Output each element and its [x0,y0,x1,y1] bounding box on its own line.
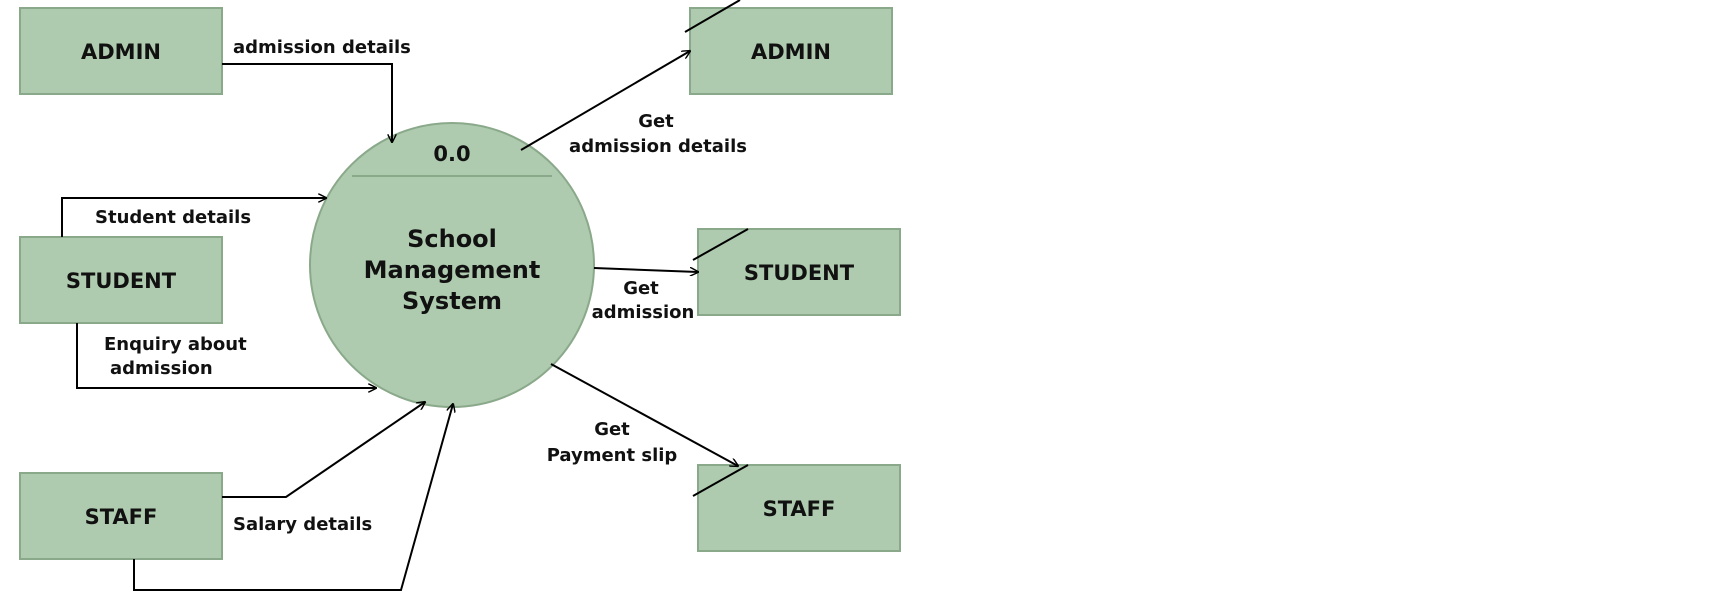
flow-get-admission: Get admission [592,267,698,323]
flow-admission-details-label: admission details [233,37,411,58]
process-name-line-3: System [402,287,502,315]
flow-enquiry-label-line-1: Enquiry about [104,334,247,355]
flow-salary-details: Salary details [133,402,453,591]
source-admin: ADMIN [19,7,223,95]
process-id: 0.0 [433,142,470,166]
source-student-box [19,236,223,324]
flow-salary-details-label: Salary details [233,514,372,535]
flow-get-admission-line [593,267,698,272]
flow-get-admission-details-line [520,51,690,151]
flow-get-admission-details: Get admission details [520,51,747,157]
source-student: STUDENT [19,236,223,324]
process-name-line-2: Management [364,256,541,284]
flow-get-admission-label-line-2: admission [592,302,695,323]
sink-admin-slash [684,0,741,33]
source-staff: STAFF [19,472,223,560]
sink-staff-label: STAFF [763,497,836,521]
flow-student-details: Student details [61,198,326,237]
flow-enquiry-line [76,323,376,388]
source-student-label: STUDENT [66,269,177,293]
sink-staff-box [697,464,901,552]
process-name-line-1: School [407,225,497,253]
flow-admission-details: admission details [222,37,411,142]
flow-get-payment-slip: Get Payment slip [547,363,738,466]
sink-admin-label: ADMIN [751,40,831,64]
sink-staff-slash [692,464,749,497]
flow-get-admission-details-label-line-1: Get [638,111,674,132]
source-admin-box [19,7,223,95]
source-staff-box [19,472,223,560]
process-school-management: 0.0 School Management System [309,122,595,408]
flow-get-admission-details-label-line-2: admission details [569,136,747,157]
flow-enquiry-label-line-2: admission [110,358,213,379]
source-staff-label: STAFF [85,505,158,529]
sink-admin: ADMIN [684,0,893,95]
sink-student: STUDENT [692,228,901,316]
sink-admin-box [689,7,893,95]
flow-get-payment-slip-label-line-1: Get [594,419,630,440]
flow-get-admission-label-line-1: Get [623,278,659,299]
sink-staff: STAFF [692,464,901,552]
flow-salary-details-line-lower [133,404,453,591]
flow-enquiry: Enquiry about admission [76,323,376,388]
flow-admission-details-line [222,63,392,142]
flow-get-payment-slip-label-line-2: Payment slip [547,445,678,466]
sink-student-slash [692,228,749,261]
sink-student-label: STUDENT [744,261,855,285]
source-admin-label: ADMIN [81,40,161,64]
flow-student-details-label: Student details [95,207,251,228]
flow-salary-details-line-upper [222,402,425,498]
flow-student-details-line [61,198,326,237]
flow-get-payment-slip-line [550,363,738,466]
